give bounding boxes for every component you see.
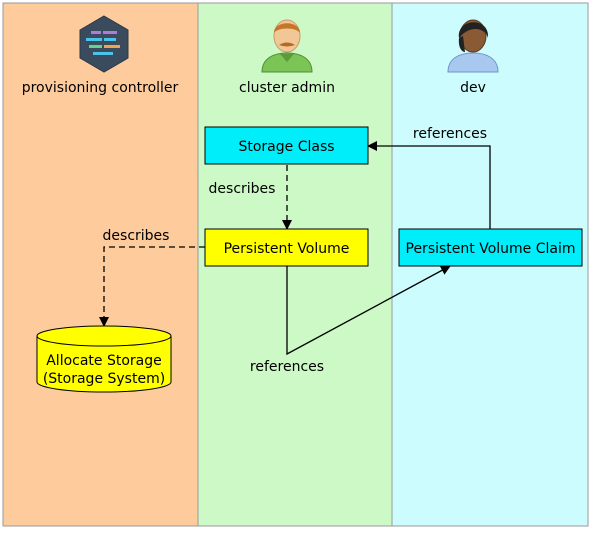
node-storage-class-label: Storage Class	[238, 139, 334, 155]
edge-pv-describes-storage	[99, 246, 205, 327]
node-persistent-volume[interactable]: Persistent Volume	[204, 228, 369, 267]
lane-title-provisioning-controller: provisioning controller	[22, 80, 179, 96]
edge-pv-references-pvc	[286, 265, 451, 356]
admin-person-icon	[261, 19, 313, 73]
node-persistent-volume-label: Persistent Volume	[224, 241, 350, 257]
node-storage-system-cylinder[interactable]: Allocate Storage (Storage System)	[36, 325, 172, 393]
storage-label-line2: (Storage System)	[43, 371, 165, 387]
lane-title-dev: dev	[460, 80, 486, 96]
dev-person-icon	[447, 19, 499, 73]
edge-pvc-references-storage-class	[367, 141, 491, 230]
storage-label-line1: Allocate Storage	[46, 353, 162, 369]
edge-label-pv-to-pvc: references	[250, 359, 324, 375]
node-pvc-label: Persistent Volume Claim	[406, 241, 576, 257]
node-storage-class[interactable]: Storage Class	[204, 126, 369, 165]
node-persistent-volume-claim[interactable]: Persistent Volume Claim	[398, 228, 583, 267]
edge-label-pvc-to-sc: references	[413, 126, 487, 142]
code-editor-icon	[79, 15, 129, 73]
lane-provisioning-controller	[2, 2, 199, 527]
edge-label-pv-to-storage: describes	[103, 228, 170, 244]
edge-label-sc-to-pv: describes	[209, 181, 276, 197]
lane-title-cluster-admin: cluster admin	[239, 80, 335, 96]
